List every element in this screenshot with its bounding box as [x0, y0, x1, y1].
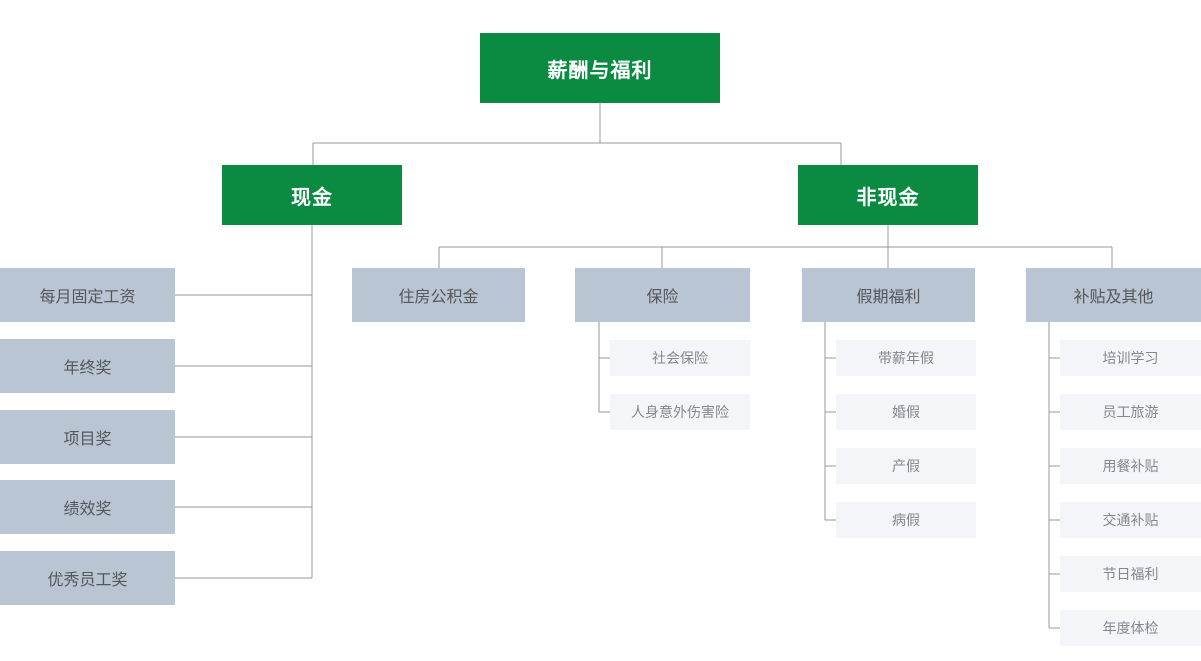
- connector-root-to-level2: [312, 103, 842, 165]
- node-compensation-benefits: 薪酬与福利: [480, 33, 720, 103]
- node-accident-insurance: 人身意外伤害险: [610, 394, 750, 430]
- node-employee-travel: 员工旅游: [1060, 394, 1201, 430]
- node-year-end-bonus: 年终奖: [0, 339, 175, 393]
- node-maternity-leave: 产假: [836, 448, 976, 484]
- node-paid-annual-leave: 带薪年假: [836, 340, 976, 376]
- node-festival-benefits: 节日福利: [1060, 556, 1201, 592]
- node-sick-leave: 病假: [836, 502, 976, 538]
- node-insurance: 保险: [575, 268, 750, 322]
- connector-subsidy-children: [1048, 322, 1060, 629]
- node-training-learning: 培训学习: [1060, 340, 1201, 376]
- connector-noncash-children: [438, 225, 1113, 268]
- node-annual-checkup: 年度体检: [1060, 610, 1201, 646]
- node-noncash: 非现金: [798, 165, 978, 225]
- node-cash: 现金: [222, 165, 402, 225]
- node-holiday-benefits: 假期福利: [802, 268, 975, 322]
- node-marriage-leave: 婚假: [836, 394, 976, 430]
- node-transport-subsidy: 交通补贴: [1060, 502, 1201, 538]
- connector-holiday-children: [824, 322, 836, 521]
- node-subsidies-and-others: 补贴及其他: [1026, 268, 1201, 322]
- node-outstanding-employee-award: 优秀员工奖: [0, 551, 175, 605]
- connector-insurance-children: [598, 322, 610, 413]
- node-social-insurance: 社会保险: [610, 340, 750, 376]
- node-monthly-fixed-salary: 每月固定工资: [0, 268, 175, 322]
- node-project-bonus: 项目奖: [0, 410, 175, 464]
- node-performance-bonus: 绩效奖: [0, 480, 175, 534]
- node-meal-subsidy: 用餐补贴: [1060, 448, 1201, 484]
- connector-cash-children: [175, 225, 313, 579]
- node-housing-fund: 住房公积金: [352, 268, 525, 322]
